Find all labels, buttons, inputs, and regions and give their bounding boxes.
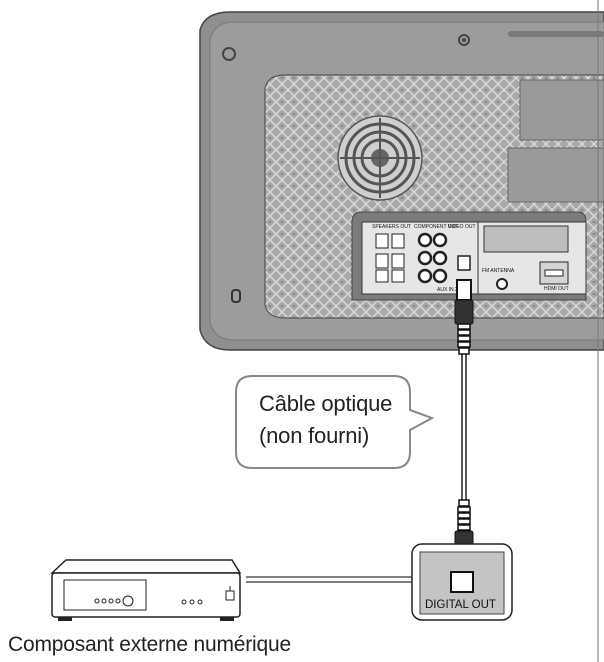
optical-cable [454,279,474,582]
hdmi-out-label: HDMI OUT [544,286,569,292]
rear-block [519,79,604,141]
screw-hole [222,47,236,61]
cable-label-line2: (non fourni) [259,423,370,448]
video-out-label: VIDEO OUT [448,224,476,230]
screw-hole [458,34,470,46]
cooling-fan [337,115,423,201]
lock-slot [231,289,241,303]
aux-in-label: AUX IN 2 [437,287,458,293]
main-unit-rear [199,11,604,351]
speakers-out-label: SPEAKERS OUT [372,224,411,230]
device-caption: Composant externe numérique [8,633,291,656]
optical-port [457,255,471,271]
digital-out-port [411,543,513,621]
rear-block [507,147,604,203]
cable-label-line1: Câble optique [259,391,393,416]
callout-bubble [235,375,435,469]
connector-panel [351,211,587,301]
top-slot [508,31,604,37]
external-digital-component [50,559,242,621]
fm-antenna-label: FM ANTENNA [482,268,515,274]
component-out-label: COMPONENT OUT [414,224,459,230]
digital-out-label: DIGITAL OUT [425,599,496,611]
